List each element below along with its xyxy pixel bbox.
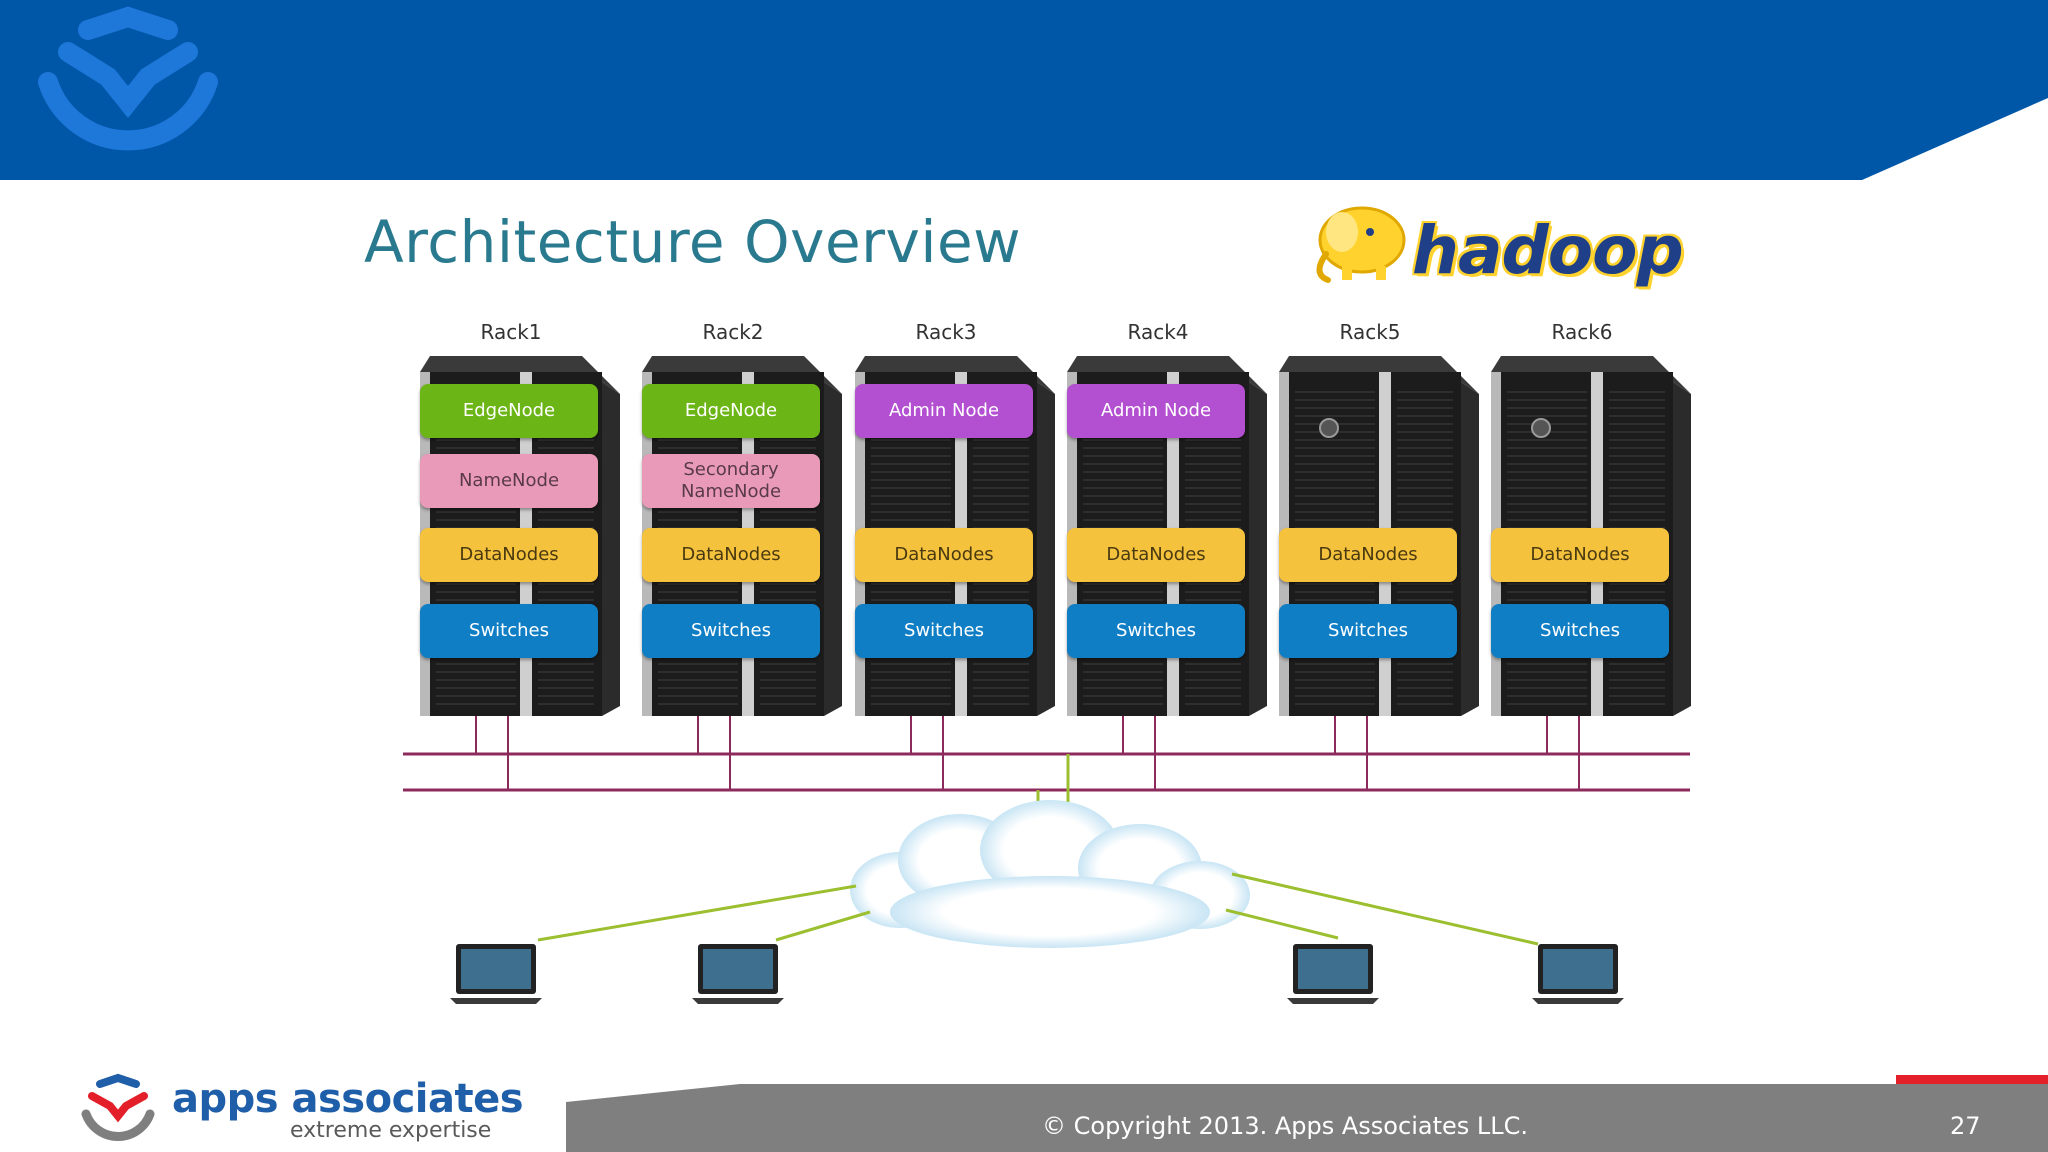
rack-brand-icon	[1531, 418, 1551, 438]
rack-label-3: Rack3	[915, 320, 977, 344]
laptop-icon	[692, 944, 784, 1004]
node-switches-rack1: Switches	[420, 604, 598, 658]
laptop-screen	[1543, 949, 1613, 989]
client-link	[775, 910, 871, 942]
laptop-base	[450, 998, 542, 1004]
node-datanodes-rack1: DataNodes	[420, 528, 598, 582]
header-logo-icon	[38, 6, 218, 151]
laptop-base	[692, 998, 784, 1004]
page-title: Architecture Overview	[364, 208, 1022, 276]
apps-associates-logo-icon	[81, 1073, 155, 1142]
laptop-screen	[461, 949, 531, 989]
header-band	[0, 0, 2048, 180]
laptop-base	[1532, 998, 1624, 1004]
cloud-icon	[850, 800, 1250, 948]
client-link	[1231, 872, 1539, 946]
node-edgenode-rack2: EdgeNode	[642, 384, 820, 438]
rack-side	[1037, 382, 1055, 716]
node-admin-node-rack4: Admin Node	[1067, 384, 1245, 438]
laptop-base	[1287, 998, 1379, 1004]
rack-side	[824, 382, 842, 716]
node-datanodes-rack3: DataNodes	[855, 528, 1033, 582]
footer-copyright: © Copyright 2013. Apps Associates LLC.	[1042, 1112, 1528, 1140]
rack-side	[1249, 382, 1267, 716]
rack-label-5: Rack5	[1339, 320, 1401, 344]
laptop-screen	[703, 949, 773, 989]
footer-accent	[1896, 1075, 2048, 1084]
node-namenode-rack1: NameNode	[420, 454, 598, 508]
node-switches-rack3: Switches	[855, 604, 1033, 658]
rack-brand-icon	[1319, 418, 1339, 438]
network-layer	[403, 716, 1690, 1004]
node-datanodes-rack2: DataNodes	[642, 528, 820, 582]
client-link	[537, 884, 857, 942]
rack-side	[602, 382, 620, 716]
laptop-icon	[450, 944, 542, 1004]
node-admin-node-rack3: Admin Node	[855, 384, 1033, 438]
laptop-icon	[1532, 944, 1624, 1004]
node-switches-rack2: Switches	[642, 604, 820, 658]
footer-brand: apps associates	[172, 1076, 524, 1122]
rack-side	[1673, 382, 1691, 716]
hadoop-logo: hadoop	[1412, 212, 1684, 289]
cloud-part	[890, 876, 1210, 948]
node-datanodes-rack6: DataNodes	[1491, 528, 1669, 582]
client-link	[1225, 908, 1339, 940]
footer-bar	[566, 1084, 2048, 1152]
rack-label-1: Rack1	[480, 320, 542, 344]
laptop-screen	[1298, 949, 1368, 989]
rack-side	[1461, 382, 1479, 716]
page-number: 27	[1950, 1112, 1981, 1140]
node-secondary-namenode-rack2: Secondary NameNode	[642, 454, 820, 508]
node-switches-rack6: Switches	[1491, 604, 1669, 658]
footer-tagline: extreme expertise	[290, 1118, 492, 1143]
rack-label-2: Rack2	[702, 320, 764, 344]
elephant-icon	[1316, 206, 1406, 283]
node-edgenode-rack1: EdgeNode	[420, 384, 598, 438]
rack-label-6: Rack6	[1551, 320, 1613, 344]
node-switches-rack5: Switches	[1279, 604, 1457, 658]
rack-label-4: Rack4	[1127, 320, 1189, 344]
laptop-icon	[1287, 944, 1379, 1004]
node-datanodes-rack4: DataNodes	[1067, 528, 1245, 582]
node-datanodes-rack5: DataNodes	[1279, 528, 1457, 582]
node-switches-rack4: Switches	[1067, 604, 1245, 658]
